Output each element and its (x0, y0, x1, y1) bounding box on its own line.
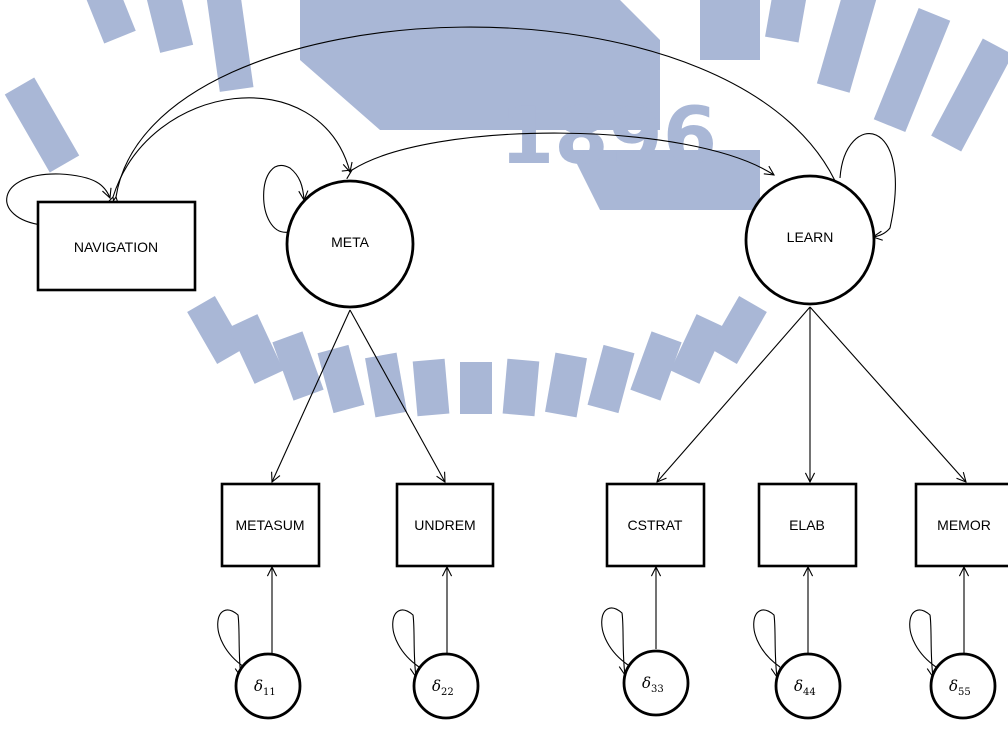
error-term-44: δ44 (776, 654, 840, 718)
error-term-55: δ55 (931, 654, 995, 718)
node-cstrat-label: CSTRAT (628, 517, 683, 533)
path-learn-memor (810, 307, 966, 482)
watermark-year: 1896 (500, 92, 717, 182)
error-term-22: δ22 (414, 654, 478, 718)
node-meta-label: META (331, 234, 370, 250)
node-learn: LEARN (746, 176, 874, 304)
error-term-33: δ33 (624, 651, 688, 715)
node-meta: META (287, 181, 413, 307)
node-memor-label: MEMOR (937, 517, 991, 533)
node-navigation-label: NAVIGATION (74, 239, 158, 255)
node-undrem-label: UNDREM (414, 517, 475, 533)
node-metasum: METASUM (222, 484, 319, 566)
variance-loop-error22 (393, 610, 419, 677)
node-elab-label: ELAB (789, 517, 825, 533)
node-elab: ELAB (759, 484, 856, 566)
node-navigation: NAVIGATION (38, 202, 195, 290)
error-term-11: δ11 (236, 654, 300, 718)
variance-loop-error11 (218, 610, 244, 677)
variance-loop-error44 (754, 610, 780, 677)
node-undrem: UNDREM (397, 484, 493, 566)
node-memor: MEMOR (916, 484, 1008, 566)
node-metasum-label: METASUM (236, 517, 305, 533)
node-learn-label: LEARN (787, 229, 834, 245)
variance-loop-error55 (910, 610, 936, 677)
variance-loop-error33 (602, 608, 628, 675)
covariance-navigation-meta (113, 98, 350, 197)
node-cstrat: CSTRAT (607, 484, 704, 566)
